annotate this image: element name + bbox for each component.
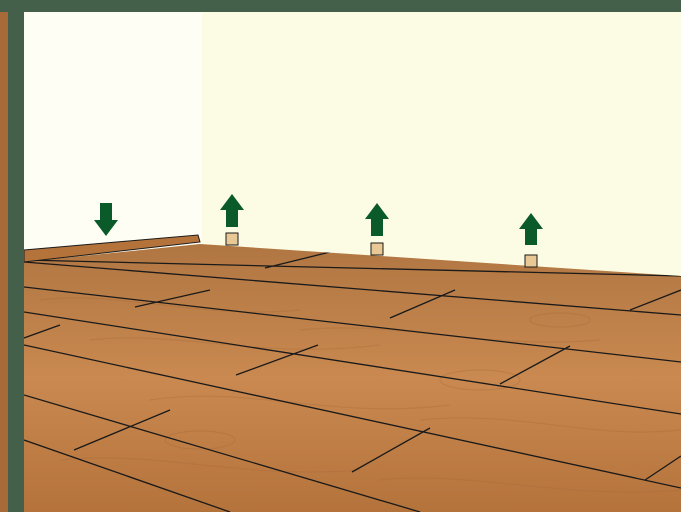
left-strip — [0, 12, 8, 512]
spacer-2 — [371, 243, 383, 255]
spacer-3 — [525, 255, 537, 267]
top-frame-bar — [0, 0, 681, 12]
left-frame-bar — [8, 0, 24, 512]
spacer-1 — [226, 233, 238, 245]
side-wall — [24, 12, 202, 252]
